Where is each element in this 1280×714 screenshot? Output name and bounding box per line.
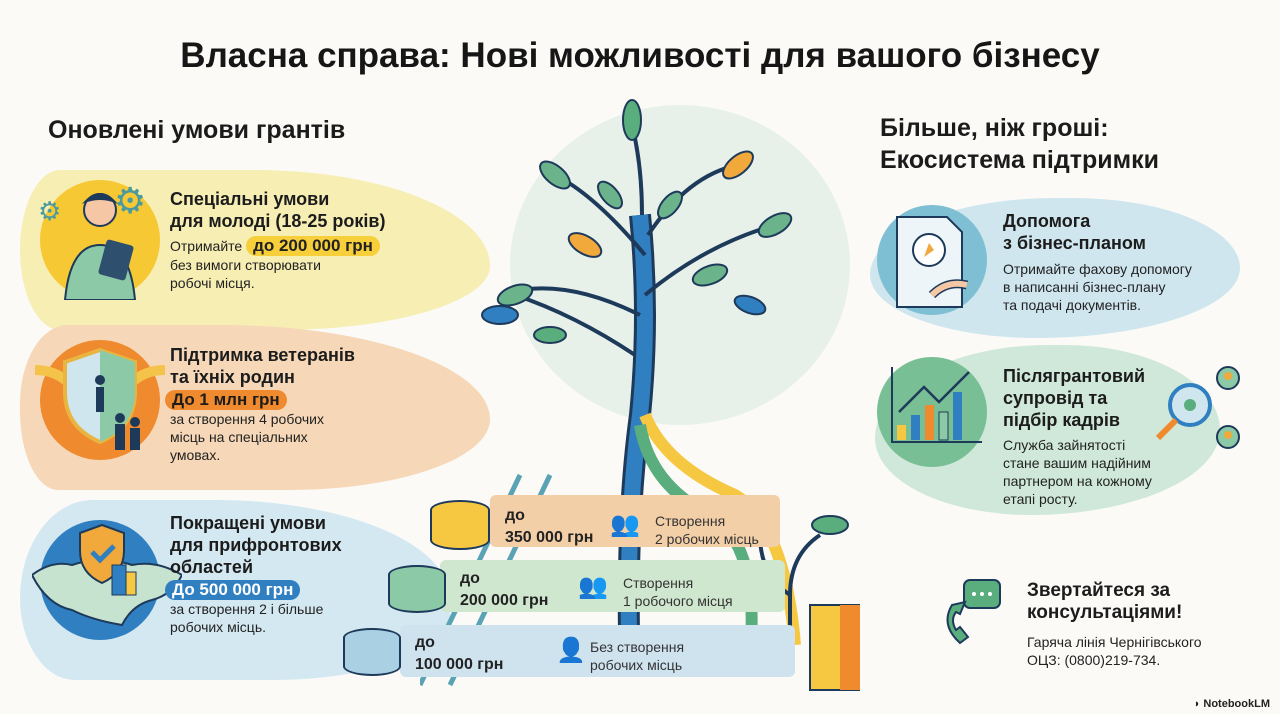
- right-heading: Більше, ніж гроші: Екосистема підтримки: [880, 112, 1159, 176]
- frontline-text-line: за створення 2 і більше: [170, 601, 324, 617]
- brand-name: NotebookLM: [1203, 698, 1270, 710]
- tier-desc-line: 1 робочого місця: [623, 593, 733, 609]
- ukraine-map-shield-icon: [30, 520, 184, 640]
- group-people-icon: 👥: [610, 511, 640, 538]
- brand-watermark: ◗ NotebookLM: [1194, 698, 1270, 710]
- coin-stack-blue-icon: [343, 628, 401, 676]
- single-person-icon: 👤: [556, 637, 586, 664]
- card-text-line: партнером на кожному: [1003, 473, 1152, 489]
- card-text-line: та подачі документів.: [1003, 297, 1142, 313]
- tier-100k-amount: до 100 000 грн: [415, 632, 503, 676]
- contact-title-line: консультаціями!: [1027, 602, 1183, 623]
- youth-title-line: Спеціальні умови: [170, 189, 330, 209]
- group-people-icon: 👥: [578, 573, 608, 600]
- card-title-line: підбір кадрів: [1003, 410, 1120, 430]
- right-heading-line: Більше, ніж гроші:: [880, 114, 1109, 142]
- post-grant-text: Служба зайнятості стане вашим надійним пар…: [1003, 436, 1152, 508]
- tier-desc-line: Без створення: [590, 639, 685, 655]
- tier-200k-desc: Створення 1 робочого місця: [623, 574, 733, 610]
- frontline-amount-badge: До 500 000 грн: [165, 580, 301, 600]
- veteran-shield-family-icon: [34, 340, 166, 460]
- tier-prefix: до: [415, 634, 435, 651]
- card-title-line: супровід та: [1003, 388, 1108, 408]
- youth-text-line: робочі місця.: [170, 275, 255, 291]
- tier-desc-line: Створення: [623, 575, 694, 591]
- recruitment-magnifier-icon: [1155, 366, 1240, 449]
- veteran-text-line: місць на спеціальних: [170, 429, 308, 445]
- card-title-line: Допомога: [1003, 211, 1091, 231]
- frontline-title-line: для прифронтових: [170, 535, 342, 555]
- frontline-text: До 500 000 грн за створення 2 і більше р…: [165, 580, 323, 636]
- card-text-line: етапі росту.: [1003, 491, 1078, 507]
- veteran-title-line: Підтримка ветеранів: [170, 345, 355, 365]
- card-text-line: в написанні бізнес-плану: [1003, 279, 1166, 295]
- frontline-text-line: робочих місць.: [170, 619, 267, 635]
- tier-desc-line: робочих місць: [590, 657, 683, 673]
- card-text-line: Отримайте фахову допомогу: [1003, 261, 1192, 277]
- gear-icon: ⚙: [38, 196, 62, 226]
- tier-prefix: до: [460, 570, 480, 587]
- frontline-title-line: Покращені умови: [170, 513, 326, 533]
- tier-amount: 100 000 грн: [415, 656, 504, 673]
- veteran-title-line: та їхніх родин: [170, 367, 295, 387]
- growth-chart-icon: [877, 357, 987, 467]
- contact-phone: ОЦЗ: (0800)219-734.: [1027, 652, 1161, 668]
- tier-amount: 350 000 грн: [505, 529, 594, 546]
- contact-title-line: Звертайтеся за: [1027, 580, 1171, 601]
- youth-title-line: для молоді (18-25 років): [170, 211, 386, 231]
- tier-200k-amount: до 200 000 грн: [460, 568, 548, 612]
- contact-text-line: Гаряча лінія Чернігівського: [1027, 634, 1202, 650]
- tier-prefix: до: [505, 507, 525, 524]
- frontline-title-line: областей: [170, 557, 254, 577]
- veteran-text-line: умовах.: [170, 447, 221, 463]
- right-heading-line: Екосистема підтримки: [880, 146, 1159, 174]
- card-title-line: Післягрантовий: [1003, 366, 1146, 386]
- phone-chat-icon: [946, 579, 1001, 645]
- card-text-line: стане вашим надійним: [1003, 455, 1151, 471]
- card-title-line: з бізнес-планом: [1003, 233, 1146, 253]
- tier-100k-desc: Без створення робочих місць: [590, 638, 684, 674]
- notebooklm-logo-icon: ◗: [1193, 698, 1204, 710]
- tier-350k-amount: до 350 000 грн: [505, 505, 593, 549]
- document-handshake-icon: [877, 205, 987, 315]
- youth-text: Отримайте до 200 000 грн без вимоги ство…: [170, 236, 380, 292]
- coin-stack-green-icon: [388, 565, 446, 613]
- youth-prefix: Отримайте: [170, 238, 243, 254]
- tier-350k-desc: Створення 2 робочих місць: [655, 512, 759, 548]
- tier-desc-line: 2 робочих місць: [655, 531, 759, 547]
- youth-amount-badge: до 200 000 грн: [246, 236, 380, 256]
- youth-text-line: без вимоги створювати: [170, 257, 321, 273]
- tier-band-200k: [440, 560, 785, 612]
- tier-amount: 200 000 грн: [460, 592, 549, 609]
- veteran-text: До 1 млн грн за створення 4 робочих місц…: [165, 390, 324, 464]
- veteran-amount-badge: До 1 млн грн: [165, 390, 287, 410]
- left-heading: Оновлені умови грантів: [48, 116, 346, 144]
- young-person-tablet-icon: [40, 180, 160, 301]
- coin-stack-gold-icon: [430, 500, 490, 550]
- card-text-line: Служба зайнятості: [1003, 437, 1126, 453]
- tier-desc-line: Створення: [655, 513, 726, 529]
- gear-icon: ⚙: [114, 180, 147, 221]
- business-plan-text: Отримайте фахову допомогу в написанні біз…: [1003, 260, 1192, 314]
- tier-band-350k: [490, 495, 780, 547]
- tier-band-100k: [400, 625, 795, 677]
- veteran-text-line: за створення 4 робочих: [170, 411, 324, 427]
- page-title: Власна справа: Нові можливості для вашог…: [180, 36, 1100, 75]
